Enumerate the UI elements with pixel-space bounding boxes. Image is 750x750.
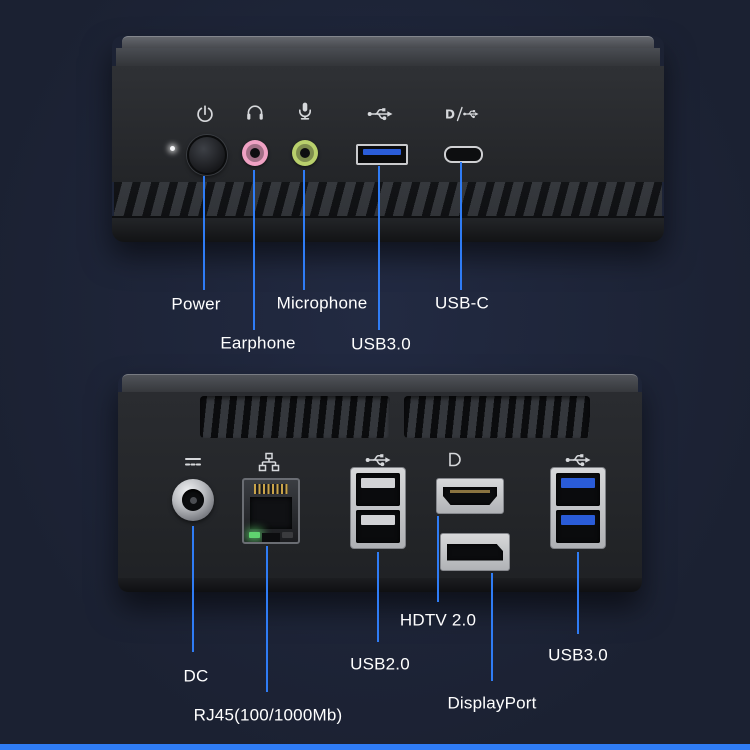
headphone-icon (245, 102, 265, 127)
callout-line-usb3-front (378, 166, 380, 330)
rj45-link-led (249, 532, 260, 538)
dc-jack-hole (182, 489, 204, 511)
hdmi-pins (450, 490, 490, 493)
ethernet-icon (258, 452, 280, 477)
vent-grille-left (200, 396, 390, 438)
svg-text:D: D (445, 108, 455, 122)
dc-power-port (172, 479, 214, 521)
rj45-ethernet-port (242, 478, 300, 544)
label-usb3-front: USB3.0 (351, 334, 411, 354)
label-usb-c: USB-C (435, 293, 489, 313)
bottom-accent-bar (0, 744, 750, 750)
callout-line-usb-c (460, 162, 462, 290)
hdmi-opening (443, 487, 497, 505)
microphone-jack-port (292, 140, 318, 166)
displayport-icon (448, 452, 461, 472)
usb-c-port (444, 146, 483, 163)
callout-line-rj45 (266, 546, 268, 692)
label-microphone: Microphone (276, 293, 368, 313)
dc-jack-pin (189, 496, 197, 504)
callout-line-power (203, 176, 205, 290)
power-led (170, 146, 175, 151)
label-earphone: Earphone (220, 333, 296, 353)
usb-icon (565, 452, 591, 473)
front-device-base (112, 216, 664, 242)
usb2-dual-port (350, 467, 406, 549)
callout-line-dc (192, 526, 194, 652)
usb-icon (367, 106, 393, 127)
usb3-tongue (561, 478, 595, 488)
callout-line-usb3-rear (577, 552, 579, 634)
label-usb3-rear: USB3.0 (548, 645, 608, 665)
label-power: Power (171, 294, 221, 314)
front-device-top-edge (116, 48, 660, 66)
jack-hole (300, 148, 310, 158)
usb3-tongue (363, 149, 401, 155)
callout-line-usb2 (377, 552, 379, 642)
label-hdtv: HDTV 2.0 (399, 610, 477, 630)
front-device-lid (122, 36, 654, 49)
jack-hole (250, 148, 260, 158)
usb3-port-front (356, 144, 408, 165)
front-device-vent-strip (114, 182, 662, 216)
microphone-icon (295, 101, 315, 126)
mini-pc-front-view: D (112, 36, 664, 242)
power-icon (195, 104, 215, 129)
callout-line-displayport (491, 573, 493, 681)
rear-device-top-edge (122, 374, 638, 393)
rj45-cavity (250, 497, 292, 529)
label-usb2: USB2.0 (350, 654, 410, 674)
rj45-activity-led (282, 532, 293, 538)
displayport-port (440, 533, 510, 571)
usb2-tongue (361, 515, 395, 525)
callout-line-earphone (253, 170, 255, 330)
dc-power-icon (183, 455, 203, 474)
usb3-port-top (556, 473, 600, 506)
hdtv-hdmi-port (436, 478, 504, 514)
usb2-port-bottom (356, 510, 400, 543)
usb2-port-top (356, 473, 400, 506)
displayport-usb-icon: D (445, 106, 479, 127)
usb3-tongue (561, 515, 595, 525)
usb3-dual-port (550, 467, 606, 549)
callout-line-microphone (303, 170, 305, 290)
mini-pc-rear-view (118, 374, 642, 592)
displayport-opening (447, 543, 503, 561)
usb2-tongue (361, 478, 395, 488)
rj45-pins (254, 484, 288, 494)
earphone-jack-port (242, 140, 268, 166)
rear-device-base (118, 578, 642, 592)
rj45-tab-slot (262, 533, 280, 542)
label-displayport: DisplayPort (447, 693, 537, 713)
power-button-port (187, 135, 227, 175)
label-rj45: RJ45(100/1000Mb) (193, 705, 343, 725)
label-dc: DC (183, 666, 209, 686)
usb3-port-bottom (556, 510, 600, 543)
vent-grille-right (404, 396, 590, 438)
usb-icon (365, 452, 391, 473)
callout-line-hdtv (437, 516, 439, 602)
